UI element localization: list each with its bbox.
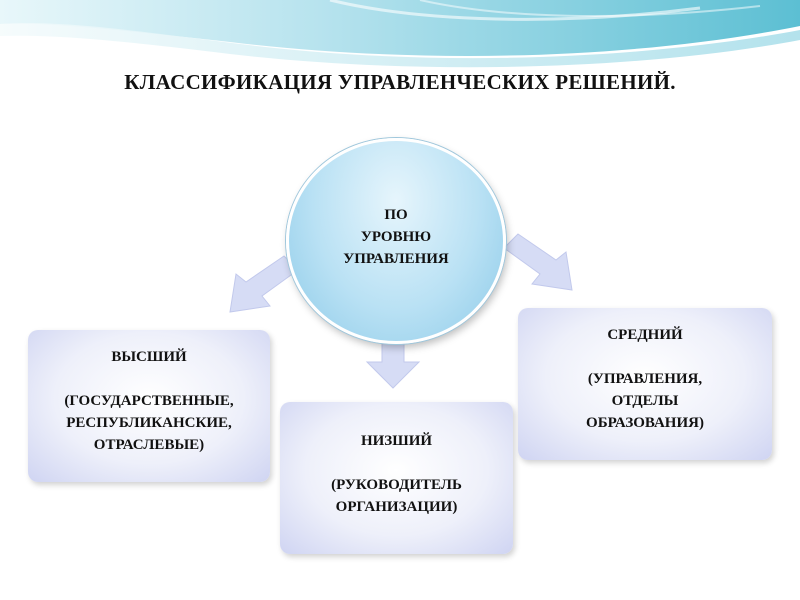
box-high-heading: ВЫСШИЙ — [111, 349, 187, 365]
arrow-down-icon — [365, 341, 421, 389]
box-mid-line-1: (УПРАВЛЕНИЯ, — [587, 371, 703, 387]
header-wave-banner — [0, 0, 800, 68]
box-high-line-2: РЕСПУБЛИКАНСКИЕ, — [66, 415, 232, 431]
center-line-3: УПРАВЛЕНИЯ — [343, 251, 449, 267]
box-mid-line-3: ОБРАЗОВАНИЯ) — [586, 415, 704, 431]
box-middle-level: СРЕДНИЙ (УПРАВЛЕНИЯ, ОТДЕЛЫ ОБРАЗОВАНИЯ) — [518, 308, 772, 460]
box-low-line-1: (РУКОВОДИТЕЛЬ — [331, 477, 462, 493]
arrow-down-right-icon — [503, 233, 573, 291]
box-low-level: НИЗШИЙ (РУКОВОДИТЕЛЬ ОРГАНИЗАЦИИ) — [280, 402, 513, 554]
center-line-2: УРОВНЮ — [360, 229, 432, 245]
box-low-heading: НИЗШИЙ — [360, 433, 433, 449]
box-mid-heading: СРЕДНИЙ — [607, 327, 683, 343]
box-high-line-1: (ГОСУДАРСТВЕННЫЕ, — [64, 393, 234, 409]
box-high-level: ВЫСШИЙ (ГОСУДАРСТВЕННЫЕ, РЕСПУБЛИКАНСКИЕ… — [28, 330, 270, 482]
box-high-line-3: ОТРАСЛЕВЫЕ) — [93, 437, 205, 453]
center-circle-management-level: ПО УРОВНЮ УПРАВЛЕНИЯ — [286, 138, 506, 344]
box-mid-line-2: ОТДЕЛЫ — [611, 393, 679, 409]
center-circle-label: ПО УРОВНЮ УПРАВЛЕНИЯ — [343, 204, 449, 270]
page-title: КЛАССИФИКАЦИЯ УПРАВЛЕНЧЕСКИХ РЕШЕНИЙ. — [124, 70, 676, 94]
center-line-1: ПО — [384, 207, 408, 223]
box-low-line-2: ОРГАНИЗАЦИИ) — [335, 499, 458, 515]
